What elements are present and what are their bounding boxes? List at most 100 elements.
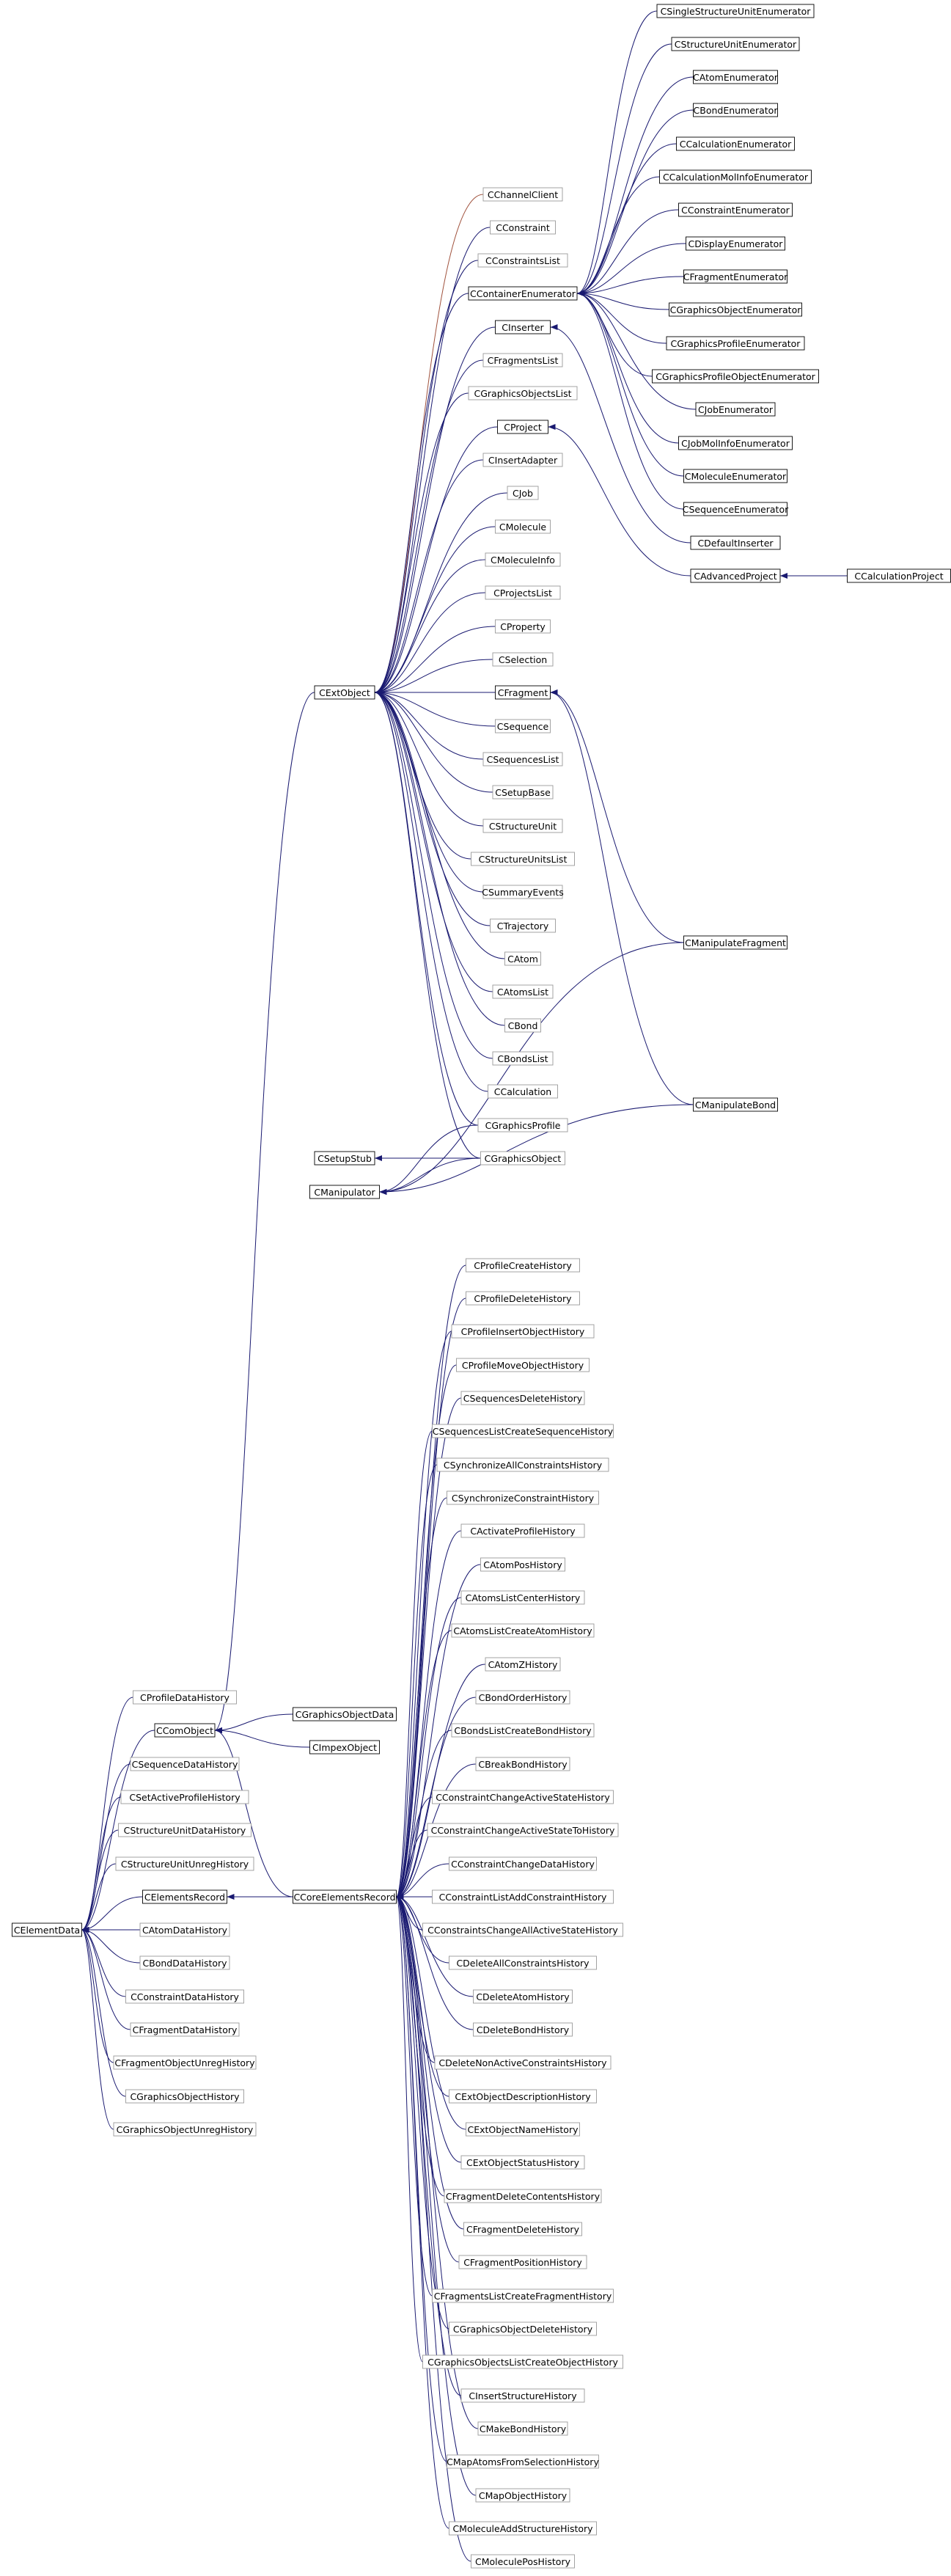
- class-node-c-fragment[interactable]: CFragment: [495, 685, 551, 700]
- class-node-c-activate-profile-history[interactable]: CActivateProfileHistory: [460, 1523, 585, 1538]
- class-node-c-sequences-list-create-sequence-history[interactable]: CSequencesListCreateSequenceHistory: [432, 1424, 614, 1438]
- class-node-c-com-object[interactable]: CComObject: [154, 1723, 216, 1738]
- class-node-c-profile-data-history[interactable]: CProfileDataHistory: [133, 1690, 237, 1705]
- class-node-c-ext-object-status-history[interactable]: CExtObjectStatusHistory: [460, 2155, 585, 2170]
- class-node-c-structure-unit[interactable]: CStructureUnit: [482, 819, 563, 833]
- class-node-c-atom-pos-history[interactable]: CAtomPosHistory: [480, 1557, 565, 1572]
- class-node-c-graphics-profile[interactable]: CGraphicsProfile: [477, 1118, 568, 1133]
- class-node-c-graphics-object-data[interactable]: CGraphicsObjectData: [293, 1707, 397, 1721]
- class-node-c-sequences-list[interactable]: CSequencesList: [482, 752, 563, 766]
- class-node-c-fragment-delete-history[interactable]: CFragmentDeleteHistory: [463, 2222, 582, 2236]
- class-node-c-bond-order-history[interactable]: CBondOrderHistory: [475, 1690, 570, 1705]
- class-node-c-ext-object-name-history[interactable]: CExtObjectNameHistory: [466, 2122, 580, 2137]
- class-node-c-fragment-delete-contents-history[interactable]: CFragmentDeleteContentsHistory: [444, 2189, 602, 2203]
- class-node-c-ext-object-description-history[interactable]: CExtObjectDescriptionHistory: [449, 2089, 597, 2104]
- class-node-c-constraint[interactable]: CConstraint: [490, 220, 556, 235]
- class-node-c-calculation[interactable]: CCalculation: [488, 1084, 558, 1099]
- class-node-c-manipulate-fragment[interactable]: CManipulateFragment: [683, 935, 787, 950]
- class-node-c-sequences-delete-history[interactable]: CSequencesDeleteHistory: [460, 1391, 585, 1405]
- class-node-c-constraint-list-add-constraint-history[interactable]: CConstraintListAddConstraintHistory: [432, 1889, 614, 1904]
- class-node-c-atoms-list-center-history[interactable]: CAtomsListCenterHistory: [460, 1590, 585, 1605]
- class-node-c-job[interactable]: CJob: [507, 486, 539, 500]
- class-node-c-atoms-list-create-atom-history[interactable]: CAtomsListCreateAtomHistory: [451, 1623, 595, 1638]
- class-node-c-graphics-profile-enumerator[interactable]: CGraphicsProfileEnumerator: [666, 336, 805, 351]
- class-node-c-graphics-objects-list-create-object-history[interactable]: CGraphicsObjectsListCreateObjectHistory: [422, 2354, 623, 2369]
- class-node-c-calculation-enumerator[interactable]: CCalculationEnumerator: [676, 136, 795, 151]
- class-node-c-channel-client[interactable]: CChannelClient: [482, 187, 563, 202]
- class-node-c-synchronize-all-constraints-history[interactable]: CSynchronizeAllConstraintsHistory: [436, 1457, 609, 1472]
- class-node-c-constraint-enumerator[interactable]: CConstraintEnumerator: [678, 202, 793, 217]
- class-node-c-bonds-list[interactable]: CBondsList: [492, 1051, 554, 1066]
- class-node-c-profile-delete-history[interactable]: CProfileDeleteHistory: [466, 1291, 580, 1306]
- class-node-c-break-bond-history[interactable]: CBreakBondHistory: [475, 1757, 570, 1771]
- class-node-c-impex-object[interactable]: CImpexObject: [309, 1740, 380, 1754]
- class-node-c-delete-non-active-constraints-history[interactable]: CDeleteNonActiveConstraintsHistory: [434, 2055, 612, 2070]
- class-node-c-insert-structure-history[interactable]: CInsertStructureHistory: [460, 2388, 585, 2403]
- class-node-c-constraint-change-active-state-history[interactable]: CConstraintChangeActiveStateHistory: [432, 1790, 614, 1804]
- class-node-c-graphics-object-delete-history[interactable]: CGraphicsObjectDeleteHistory: [449, 2321, 597, 2336]
- class-node-c-graphics-profile-object-enumerator[interactable]: CGraphicsProfileObjectEnumerator: [652, 369, 819, 384]
- class-node-c-structure-unit-unreg-history[interactable]: CStructureUnitUnregHistory: [115, 1856, 254, 1871]
- class-node-c-map-object-history[interactable]: CMapObjectHistory: [475, 2488, 570, 2503]
- class-node-c-inserter[interactable]: CInserter: [495, 320, 551, 334]
- class-node-c-graphics-object-unreg-history[interactable]: CGraphicsObjectUnregHistory: [113, 2122, 257, 2137]
- class-node-c-sequence[interactable]: CSequence: [495, 719, 551, 733]
- class-node-c-map-atoms-from-selection-history[interactable]: CMapAtomsFromSelectionHistory: [447, 2454, 599, 2469]
- class-node-c-structure-units-list[interactable]: CStructureUnitsList: [471, 852, 575, 866]
- class-node-c-manipulator[interactable]: CManipulator: [309, 1185, 380, 1199]
- class-node-c-bond[interactable]: CBond: [504, 1018, 541, 1033]
- class-node-c-constraint-change-data-history[interactable]: CConstraintChangeDataHistory: [449, 1856, 597, 1871]
- class-node-c-fragments-list-create-fragment-history[interactable]: CFragmentsListCreateFragmentHistory: [432, 2288, 614, 2303]
- class-node-c-bond-data-history[interactable]: CBondDataHistory: [139, 1955, 230, 1970]
- class-node-c-fragment-object-unreg-history[interactable]: CFragmentObjectUnregHistory: [113, 2055, 257, 2070]
- class-node-c-synchronize-constraint-history[interactable]: CSynchronizeConstraintHistory: [447, 1490, 599, 1505]
- class-node-c-molecule-pos-history[interactable]: CMoleculePosHistory: [471, 2554, 575, 2569]
- class-node-c-graphics-object-history[interactable]: CGraphicsObjectHistory: [125, 2089, 244, 2104]
- class-node-c-structure-unit-data-history[interactable]: CStructureUnitDataHistory: [118, 1823, 251, 1837]
- class-node-c-make-bond-history[interactable]: CMakeBondHistory: [477, 2421, 568, 2436]
- class-node-c-selection[interactable]: CSelection: [492, 652, 554, 667]
- class-node-c-job-mol-info-enumerator[interactable]: CJobMolInfoEnumerator: [678, 436, 793, 450]
- class-node-c-constraint-data-history[interactable]: CConstraintDataHistory: [125, 1989, 244, 2004]
- class-node-c-single-structure-unit-enumerator[interactable]: CSingleStructureUnitEnumerator: [656, 4, 815, 18]
- class-node-c-profile-insert-object-history[interactable]: CProfileInsertObjectHistory: [451, 1324, 595, 1339]
- class-node-c-insert-adapter[interactable]: CInsertAdapter: [482, 453, 563, 467]
- class-node-c-advanced-project[interactable]: CAdvancedProject: [690, 568, 781, 583]
- class-node-c-molecule-enumerator[interactable]: CMoleculeEnumerator: [683, 469, 787, 483]
- class-node-c-molecule[interactable]: CMolecule: [495, 519, 551, 534]
- class-node-c-default-inserter[interactable]: CDefaultInserter: [690, 535, 781, 550]
- class-node-c-atom[interactable]: CAtom: [504, 951, 541, 966]
- class-node-c-constraints-change-all-active-state-history[interactable]: CConstraintsChangeAllActiveStateHistory: [422, 1922, 623, 1937]
- class-node-c-summary-events[interactable]: CSummaryEvents: [482, 885, 564, 899]
- class-node-c-structure-unit-enumerator[interactable]: CStructureUnitEnumerator: [671, 37, 800, 51]
- class-node-c-calculation-mol-info-enumerator[interactable]: CCalculationMolInfoEnumerator: [659, 169, 812, 184]
- class-node-c-bond-enumerator[interactable]: CBondEnumerator: [693, 103, 779, 117]
- class-node-c-molecule-info[interactable]: CMoleculeInfo: [485, 552, 561, 567]
- class-node-c-profile-move-object-history[interactable]: CProfileMoveObjectHistory: [456, 1358, 590, 1372]
- class-node-c-fragment-position-history[interactable]: CFragmentPositionHistory: [458, 2255, 587, 2269]
- class-node-c-trajectory[interactable]: CTrajectory: [490, 918, 556, 933]
- class-node-c-delete-all-constraints-history[interactable]: CDeleteAllConstraintsHistory: [449, 1955, 597, 1970]
- class-node-c-display-enumerator[interactable]: CDisplayEnumerator: [686, 236, 785, 251]
- class-node-c-elements-record[interactable]: CElementsRecord: [142, 1889, 227, 1904]
- class-node-c-graphics-objects-list[interactable]: CGraphicsObjectsList: [468, 386, 578, 400]
- class-node-c-fragment-enumerator[interactable]: CFragmentEnumerator: [683, 269, 788, 284]
- class-node-c-constraint-change-active-state-to-history[interactable]: CConstraintChangeActiveStateToHistory: [427, 1823, 619, 1837]
- class-node-c-calculation-project[interactable]: CCalculationProject: [847, 568, 951, 583]
- class-node-c-set-active-profile-history[interactable]: CSetActiveProfileHistory: [120, 1790, 249, 1804]
- class-node-c-property[interactable]: CProperty: [495, 619, 551, 634]
- class-node-c-container-enumerator[interactable]: CContainerEnumerator: [468, 286, 578, 301]
- class-node-c-constraints-list[interactable]: CConstraintsList: [477, 253, 568, 268]
- class-node-c-bonds-list-create-bond-history[interactable]: CBondsListCreateBondHistory: [451, 1723, 595, 1738]
- class-node-c-atoms-list[interactable]: CAtomsList: [492, 984, 554, 999]
- class-node-c-molecule-add-structure-history[interactable]: CMoleculeAddStructureHistory: [449, 2521, 597, 2536]
- class-node-c-fragments-list[interactable]: CFragmentsList: [482, 353, 563, 367]
- class-node-c-setup-base[interactable]: CSetupBase: [492, 785, 554, 799]
- class-node-c-element-data[interactable]: CElementData: [12, 1922, 82, 1937]
- class-node-c-project[interactable]: CProject: [497, 420, 548, 434]
- class-node-c-manipulate-bond[interactable]: CManipulateBond: [693, 1097, 778, 1112]
- class-node-c-delete-atom-history[interactable]: CDeleteAtomHistory: [473, 1989, 573, 2004]
- class-node-c-sequence-data-history[interactable]: CSequenceDataHistory: [130, 1757, 240, 1771]
- class-node-c-job-enumerator[interactable]: CJobEnumerator: [695, 402, 776, 417]
- class-node-c-atom-enumerator[interactable]: CAtomEnumerator: [693, 70, 779, 84]
